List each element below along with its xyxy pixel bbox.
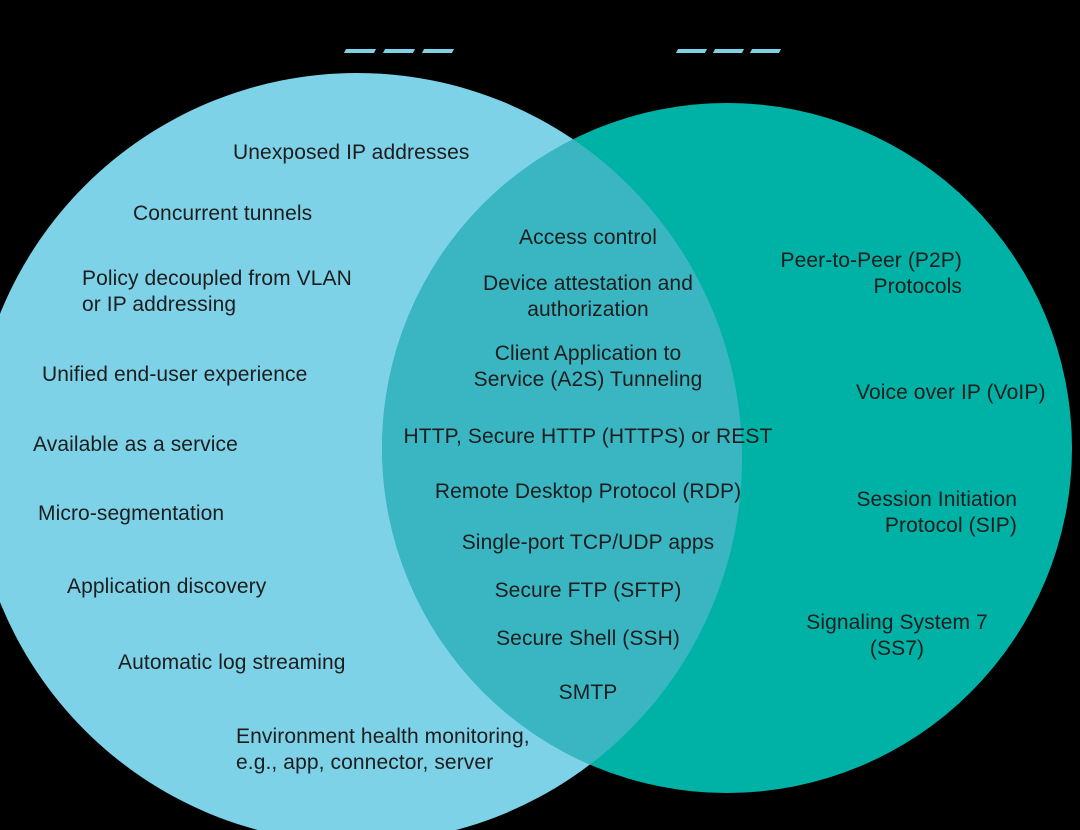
right-circle-item: Signaling System 7 (SS7) (806, 611, 988, 660)
intersection-item: Secure FTP (SFTP) (494, 579, 682, 602)
left-circle-item: Concurrent tunnels (133, 202, 313, 225)
intersection-item: HTTP, Secure HTTP (HTTPS) or REST (403, 425, 773, 448)
title-underline-dash (382, 49, 416, 53)
left-circle-item: Unexposed IP addresses (233, 141, 470, 164)
left-title-underline (343, 49, 455, 53)
right-circle-item: Session Initiation Protocol (SIP) (856, 488, 1017, 537)
title-underline-dash (343, 49, 377, 53)
right-title-underline (675, 49, 782, 53)
left-circle-item: Micro-segmentation (38, 502, 225, 525)
intersection-item: Secure Shell (SSH) (496, 627, 680, 650)
left-circle-item: Automatic log streaming (118, 651, 346, 674)
left-circle-item: Environment health monitoring, e.g., app… (236, 725, 530, 774)
title-underline-dash (675, 49, 708, 53)
intersection-item: Access control (519, 226, 657, 249)
right-circle-item: Voice over IP (VoIP) (856, 381, 1046, 404)
title-underline-dash (749, 49, 782, 53)
title-underline-dash (712, 49, 745, 53)
title-underline-dash (421, 49, 455, 53)
intersection-item: Client Application to Service (A2S) Tunn… (473, 342, 703, 391)
intersection-item: Single-port TCP/UDP apps (461, 531, 715, 554)
venn-intersection (382, 103, 742, 793)
left-circle-item: Policy decoupled from VLAN or IP address… (82, 267, 352, 316)
intersection-item: Remote Desktop Protocol (RDP) (434, 480, 742, 503)
intersection-item: SMTP (558, 681, 618, 704)
left-circle-item: Unified end-user experience (42, 363, 308, 386)
left-circle-item: Application discovery (67, 575, 267, 598)
right-circle-item: Peer-to-Peer (P2P) Protocols (780, 249, 962, 298)
left-circle-item: Available as a service (33, 433, 238, 456)
intersection-item: Device attestation and authorization (483, 272, 693, 321)
